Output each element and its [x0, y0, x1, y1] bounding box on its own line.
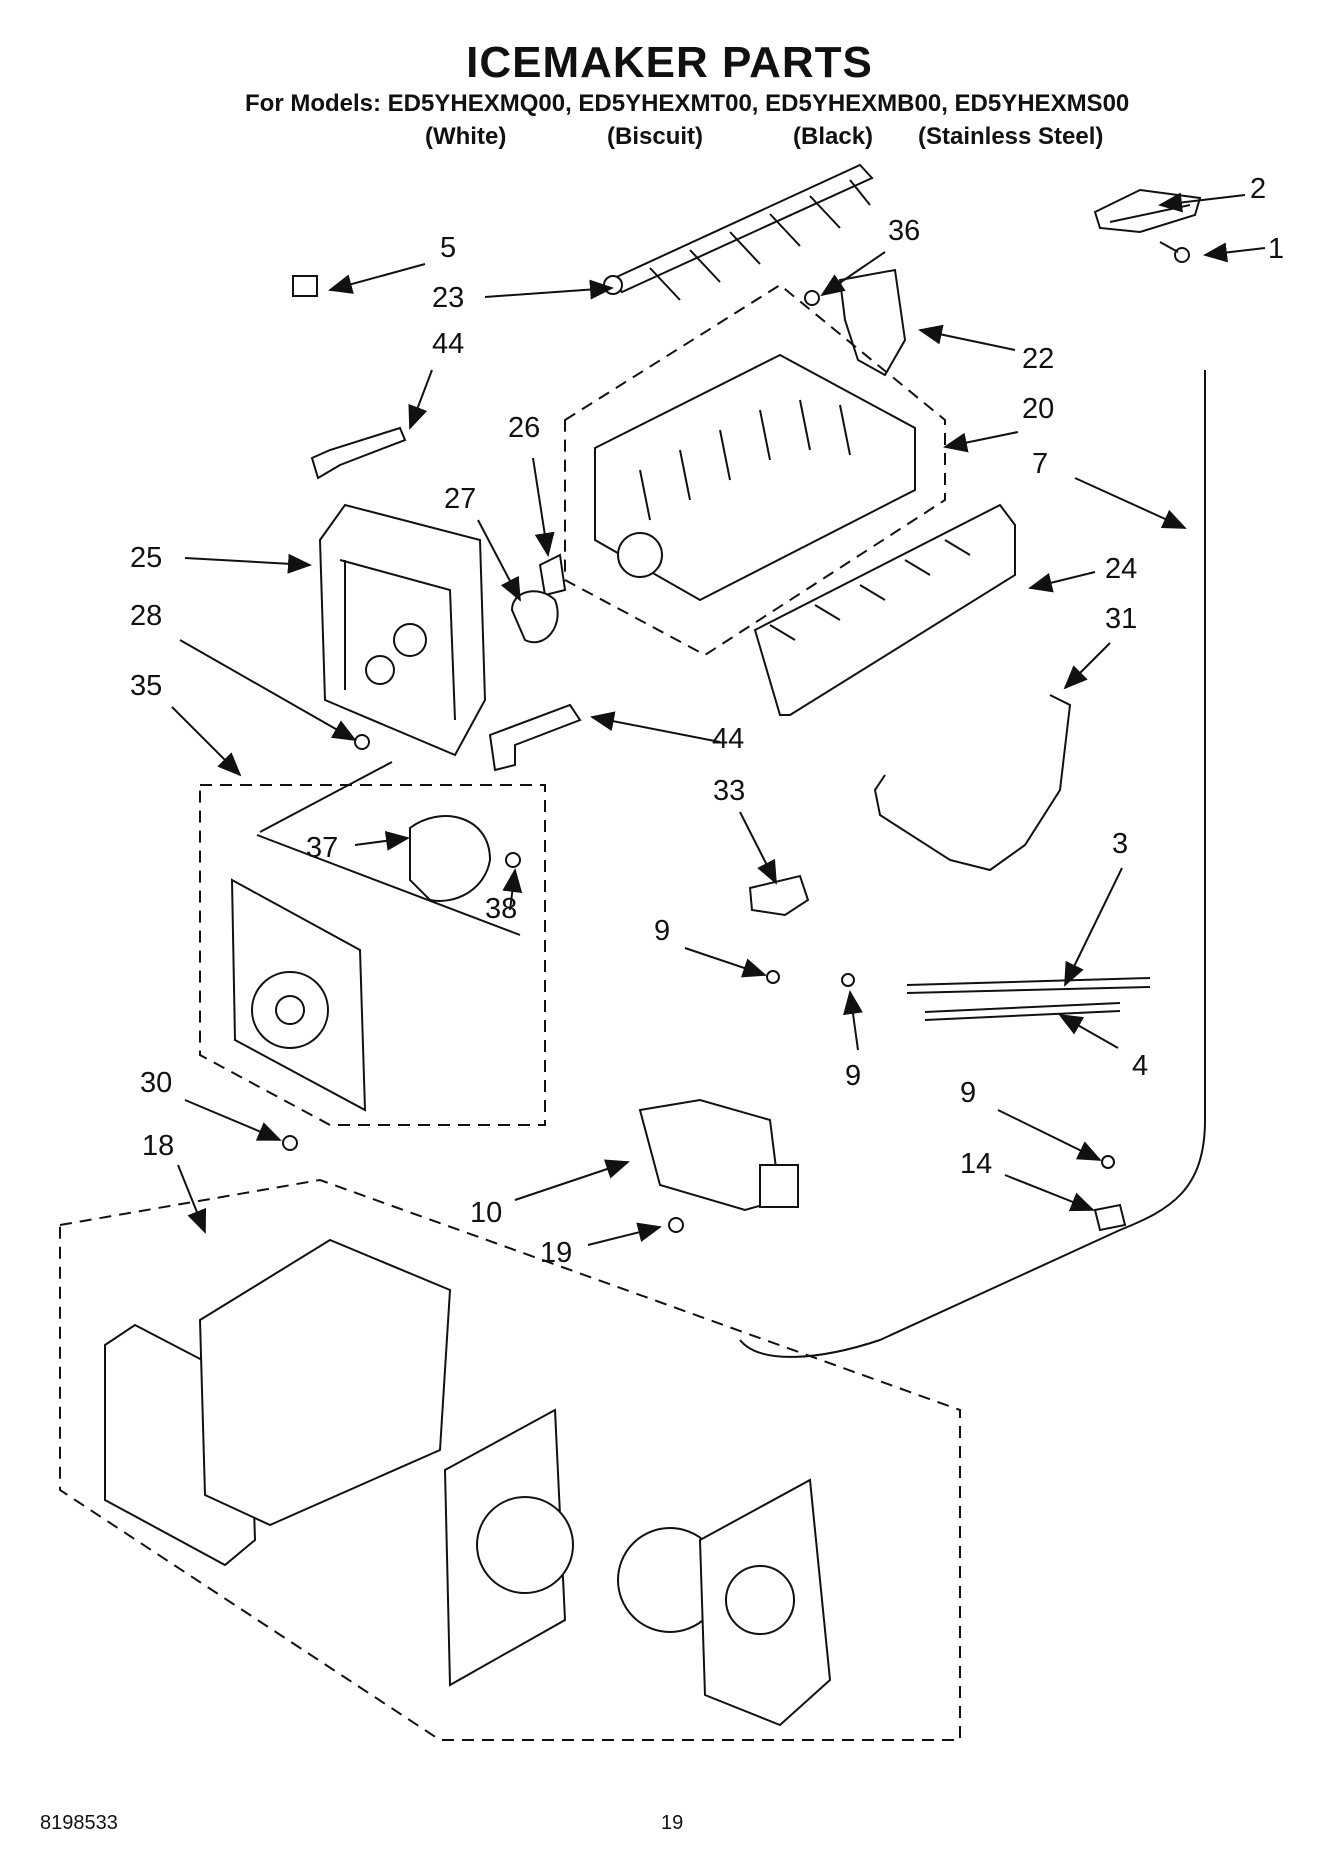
screw-part-19: [668, 1217, 684, 1233]
callout-9-a: 9: [654, 915, 670, 947]
fill-cup-part-22: [838, 268, 907, 377]
screw-part-36: [804, 290, 820, 306]
callout-20: 20: [1022, 393, 1054, 425]
clip-part-26: [538, 553, 567, 597]
screw-part-1: [1159, 241, 1190, 263]
callout-9-c: 9: [960, 1077, 976, 1109]
callout-30: 30: [140, 1067, 172, 1099]
mold-part-20: [594, 353, 916, 602]
callout-44-bottom: 44: [712, 723, 744, 755]
screw-part-38: [505, 852, 521, 868]
callout-36: 36: [888, 215, 920, 247]
screw-part-9-a: [766, 970, 780, 984]
callout-23: 23: [432, 282, 464, 314]
callout-5: 5: [440, 232, 456, 264]
module-dashed-outline: [199, 784, 546, 1126]
callout-24: 24: [1105, 553, 1137, 585]
callout-4: 4: [1132, 1050, 1148, 1082]
screw-part-9-c: [1101, 1155, 1115, 1169]
screw-part-9-b: [841, 973, 855, 987]
screw-part-30: [282, 1135, 298, 1151]
document-number: 8198533: [40, 1812, 118, 1834]
callout-19: 19: [540, 1237, 572, 1269]
color-white: (White): [425, 123, 507, 150]
shield-part-44-bottom: [488, 703, 582, 772]
tube-part-4: [924, 1002, 1121, 1013]
cover-part-33: [748, 874, 810, 917]
clip-part-14: [1093, 1203, 1127, 1232]
shield-part-44-top: [310, 426, 407, 480]
page-title: ICEMAKER PARTS: [466, 38, 873, 87]
color-black: (Black): [793, 123, 874, 150]
callout-44-top: 44: [432, 328, 464, 360]
clip-part-5: [292, 275, 318, 297]
color-stainless-steel: (Stainless Steel): [918, 123, 1104, 150]
ejector-part-23: [603, 163, 874, 301]
callout-1: 1: [1268, 233, 1284, 265]
tube-part-3: [906, 977, 1151, 986]
callout-38: 38: [485, 893, 517, 925]
leader-lines: [171, 192, 1266, 1246]
module-gear-plate: [230, 878, 367, 1112]
page-number: 19: [661, 1812, 684, 1834]
callout-37: 37: [306, 832, 338, 864]
valve-part-10: [638, 1098, 799, 1212]
callout-2: 2: [1250, 173, 1266, 205]
callout-14: 14: [960, 1148, 992, 1180]
callout-27: 27: [444, 483, 476, 515]
callout-35: 35: [130, 670, 162, 702]
callout-10: 10: [470, 1197, 502, 1229]
callout-25: 25: [130, 542, 162, 574]
color-biscuit: (Biscuit): [607, 123, 703, 150]
screw-part-28: [354, 734, 370, 750]
callout-33: 33: [713, 775, 745, 807]
stripper-part-24: [753, 503, 1016, 716]
callout-3: 3: [1112, 828, 1128, 860]
evaporator-fan-assembly-part-18: [104, 1238, 832, 1727]
wire-part-31: [873, 694, 1072, 872]
callout-31: 31: [1105, 603, 1137, 635]
callout-9-b: 9: [845, 1060, 861, 1092]
mold-dashed-outline: [564, 283, 946, 657]
callout-22: 22: [1022, 343, 1054, 375]
motor-part-37: [409, 815, 492, 902]
models-line: For Models: ED5YHEXMQ00, ED5YHEXMT00, ED…: [245, 90, 1130, 117]
water-tube-part-7: [739, 370, 1206, 1358]
callout-labels: 2 1 5 36 23 44 22 26 20 27 7 25 24 28 31…: [130, 173, 1284, 1269]
control-housing-part-25: [318, 503, 487, 757]
callout-26: 26: [508, 412, 540, 444]
bracket-part-2: [1093, 188, 1202, 234]
callout-7: 7: [1032, 448, 1048, 480]
callout-28: 28: [130, 600, 162, 632]
callout-18: 18: [142, 1130, 174, 1162]
fan-assembly-dashed-outline: [59, 1178, 961, 1741]
